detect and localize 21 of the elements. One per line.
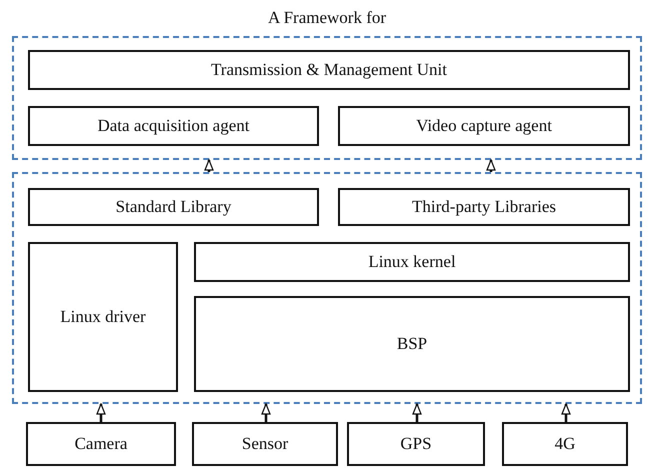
hollow-arrow <box>486 159 496 172</box>
component-box: GPS <box>347 422 485 466</box>
hollow-arrow <box>204 159 214 172</box>
hollow-arrow <box>96 403 106 422</box>
component-box: Linux kernel <box>194 242 630 282</box>
hollow-arrow <box>261 403 271 422</box>
component-box: Camera <box>26 422 176 466</box>
dashed-group-frame <box>12 172 642 404</box>
component-box: Transmission & Management Unit <box>28 50 630 90</box>
component-box: Video capture agent <box>338 106 630 146</box>
hollow-arrow <box>561 403 571 422</box>
component-box: Sensor <box>192 422 338 466</box>
component-box: 4G <box>502 422 628 466</box>
dashed-group-frame <box>12 36 642 160</box>
component-box: Third-party Libraries <box>338 188 630 226</box>
component-box: Data acquisition agent <box>28 106 319 146</box>
component-box: Standard Library <box>28 188 319 226</box>
component-box: BSP <box>194 296 630 392</box>
component-box: Linux driver <box>28 242 178 392</box>
diagram-title: A Framework for <box>268 8 386 28</box>
hollow-arrow <box>412 403 422 422</box>
